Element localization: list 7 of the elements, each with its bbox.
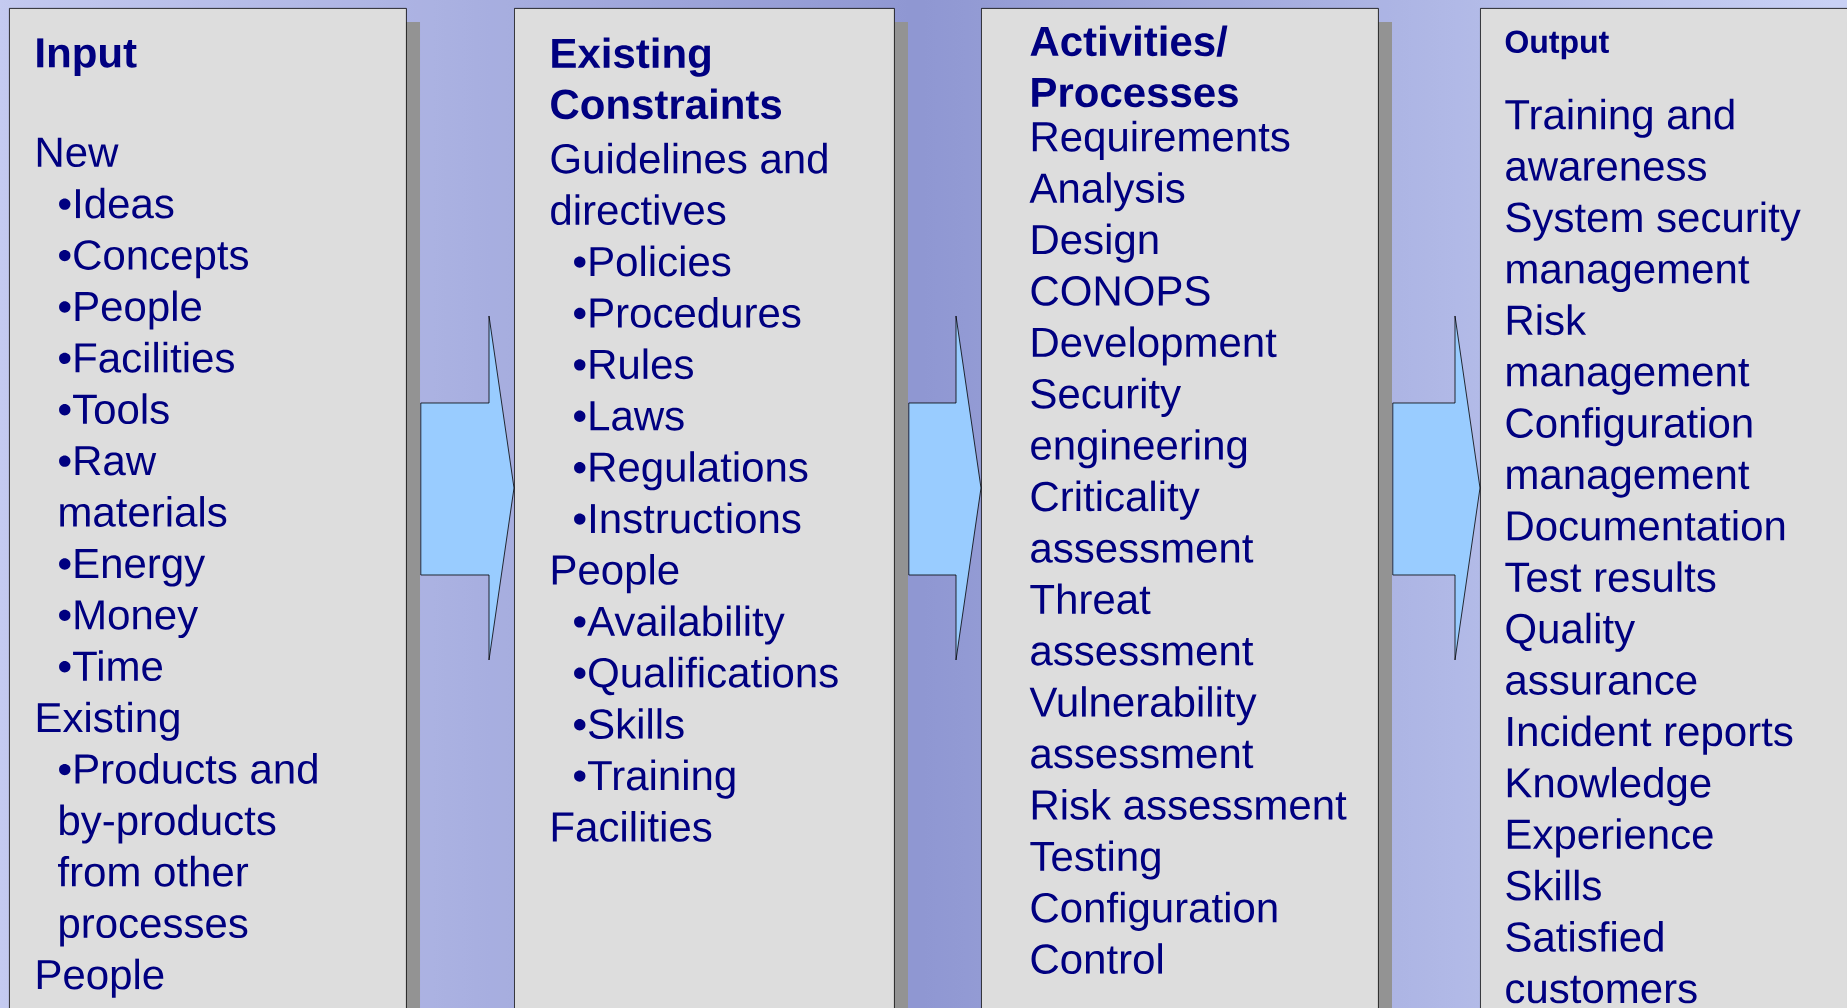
text-box: Output Training and awareness System security management Risk management Configuration management Documentation Test results Quality assurance Incident reports Knowledge Experience Skills Satisfied customers — [1480, 8, 1847, 1008]
text-box: Existing Constraints Guidelines and directives •Policies •Procedures •Rules •Laws •Regulations •Instructions People •Availability •Qualifications •Skills •Training Facilities — [514, 8, 908, 1008]
block-arrow — [1392, 315, 1481, 661]
block-arrow — [908, 315, 982, 661]
block-arrow — [420, 315, 515, 661]
text-box: Activities/ Processes Requirements Analysis Design CONOPS Development Security engineering Criticality assessment Threat assessment Vulnerability assessment Risk assessment Testing Configuration Control — [981, 8, 1392, 1008]
text-box: Input New •Ideas •Concepts •People •Facilities •Tools •Raw materials •Energy •Money •Time Existing •Products and by-products from other processes People — [9, 8, 420, 1008]
